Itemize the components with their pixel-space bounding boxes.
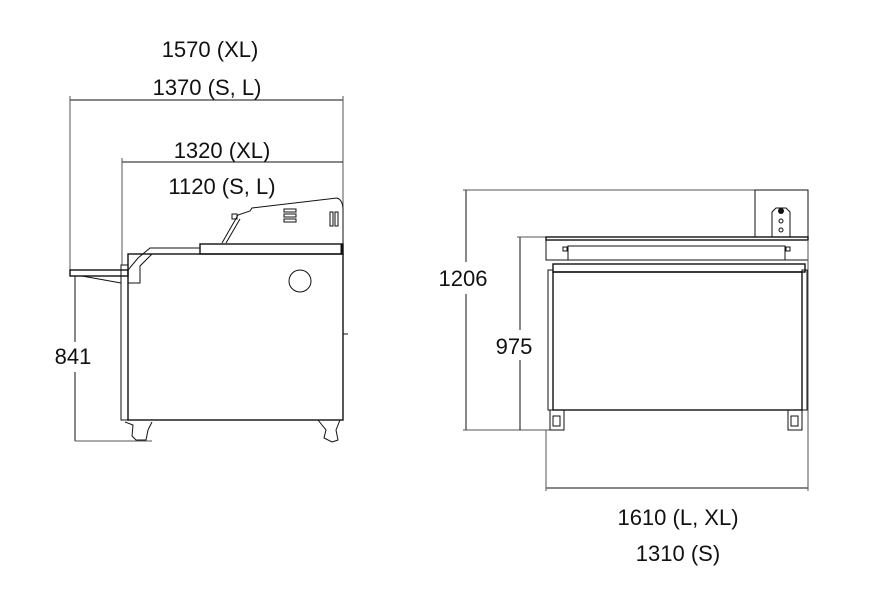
front-view: 1206 975 — [439, 189, 809, 566]
side-view: 1570 (XL) 1370 (S, L) 1320 (XL) 1120 (S,… — [55, 37, 348, 443]
total-height-label: 1206 — [439, 266, 488, 291]
side-machine-outline — [69, 197, 348, 443]
total-height-dimension-line — [463, 189, 808, 431]
front-machine-outline — [545, 189, 809, 431]
body-length-dimension-line — [121, 158, 343, 265]
overall-length-xl-label: 1570 (XL) — [162, 37, 259, 62]
caster-wheel-right — [787, 409, 803, 431]
caster-wheel-left — [124, 421, 153, 441]
body-length-xl-label: 1320 (XL) — [174, 138, 271, 163]
overall-length-sl-label: 1370 (S, L) — [153, 75, 262, 100]
body-height-label: 975 — [496, 334, 533, 359]
caster-wheel-left — [549, 409, 565, 431]
shelf-height-label: 841 — [55, 344, 92, 369]
caster-wheel-right — [317, 419, 341, 443]
width-s-label: 1310 (S) — [636, 541, 720, 566]
body-length-sl-label: 1120 (S, L) — [168, 174, 275, 199]
shelf-height-dimension-line — [74, 276, 152, 442]
body-height-dimension-line — [517, 236, 546, 430]
width-lxl-label: 1610 (L, XL) — [617, 505, 738, 530]
width-dimension-line — [545, 240, 809, 491]
